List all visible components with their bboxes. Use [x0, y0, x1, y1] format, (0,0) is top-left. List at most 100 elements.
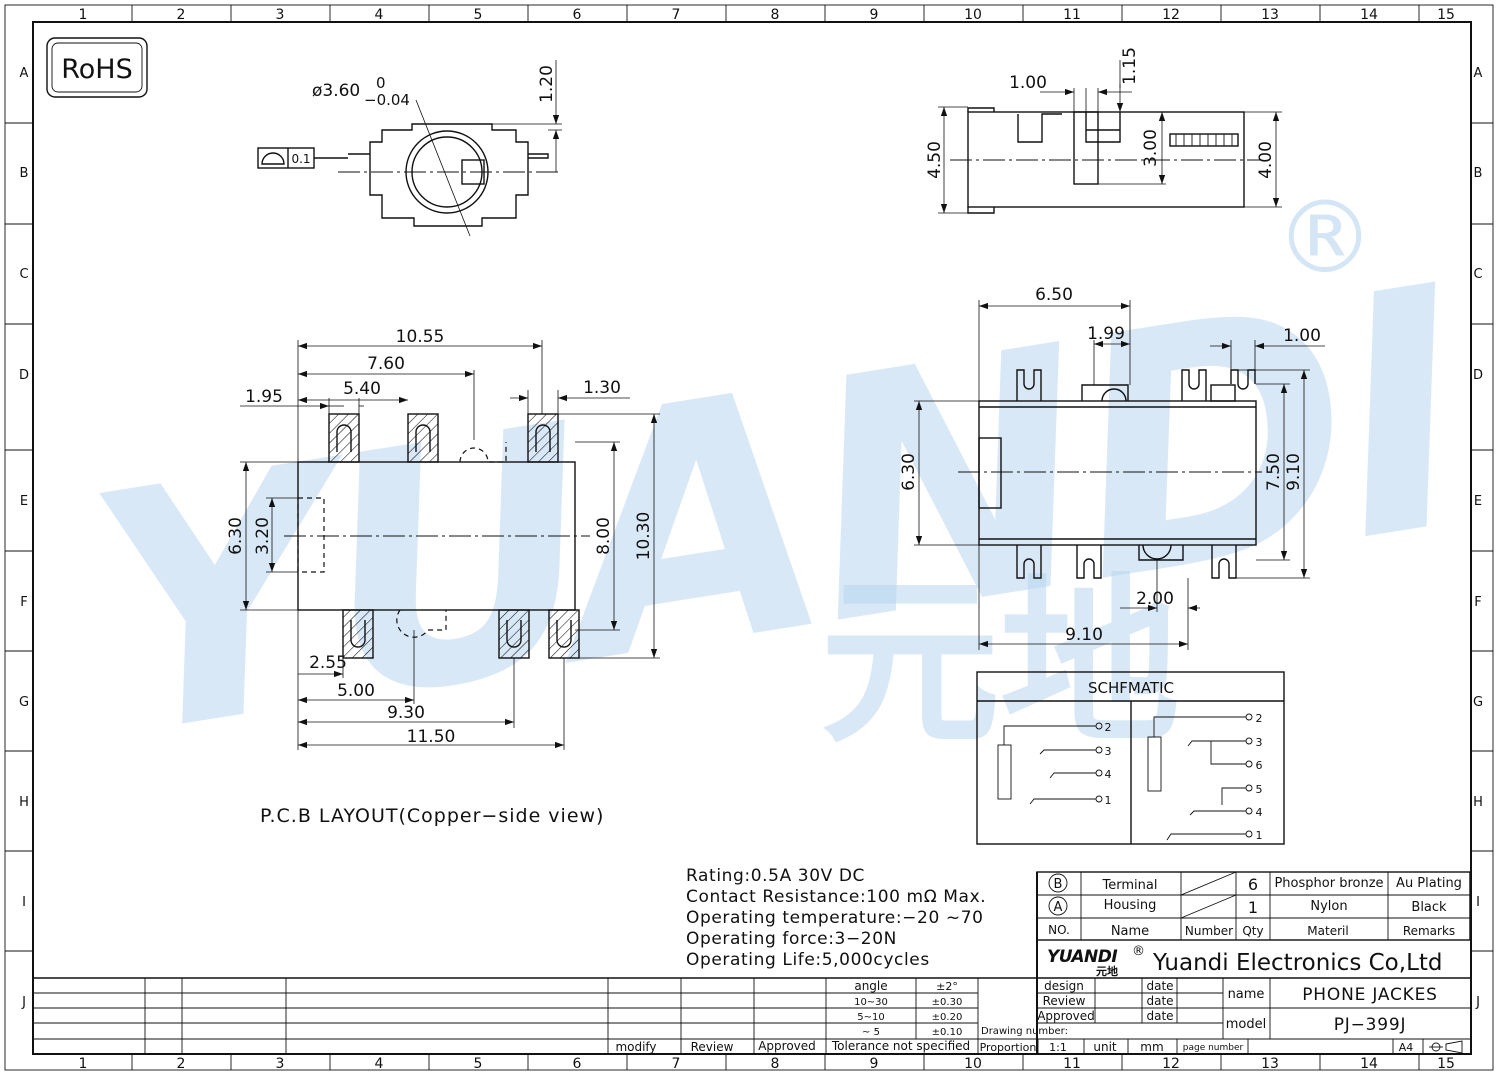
col-label-bottom-10: 10 — [964, 1056, 982, 1072]
row-label-left-A: A — [20, 66, 29, 81]
col-label-top-8: 8 — [771, 7, 780, 23]
schematic-left-pin: 2 — [1105, 721, 1112, 734]
pcb-pad — [328, 413, 360, 463]
watermark: YUANDI 元地 ® — [68, 179, 1487, 811]
pcb-layout: 10.55 7.60 5.40 1.95 1.30 6.30 3.20 8.00… — [226, 327, 660, 827]
flatness-callout: 0.1 — [257, 147, 348, 169]
col-label-top-4: 4 — [375, 7, 384, 23]
spec-line: Operating Life:5,000cycles — [686, 950, 930, 970]
top-dim-115: 1.15 — [1120, 47, 1140, 85]
row-label-left-D: D — [19, 368, 29, 383]
col-label-top-6: 6 — [573, 7, 582, 23]
proportion-ratio: 1:1 — [1049, 1041, 1067, 1054]
col-label-top-12: 12 — [1162, 7, 1180, 23]
bom-row-remarks: Black — [1411, 900, 1447, 915]
tol-angle-label: angle — [854, 979, 887, 993]
bom-row-qty: 6 — [1248, 875, 1258, 894]
design-label: design — [1044, 979, 1084, 993]
row-label-left-G: G — [19, 695, 29, 710]
model-value: PJ−399J — [1334, 1015, 1407, 1035]
pcb-dim-1030: 10.30 — [634, 512, 654, 561]
col-label-bottom-14: 14 — [1360, 1056, 1378, 1072]
watermark-text: YUANDI — [68, 216, 1487, 811]
revision-approved: Approved — [758, 1039, 816, 1053]
pcb-dim-630: 6.30 — [226, 517, 246, 555]
col-label-top-5: 5 — [474, 7, 483, 23]
side-dim-910-vertical: 9.10 — [1284, 453, 1304, 491]
schematic-left-pin: 1 — [1105, 794, 1112, 807]
tol-range-value: ±0.30 — [932, 997, 963, 1008]
col-label-top-1: 1 — [79, 7, 88, 23]
specifications: Rating:0.5A 30V DC Contact Resistance:10… — [686, 866, 986, 970]
side-view: 6.50 1.99 1.00 6.30 7.50 9.10 2.00 9.10 — [899, 285, 1325, 650]
pcb-dim-800: 8.00 — [594, 517, 614, 555]
front-dim-diameter: ø3.60 — [312, 81, 360, 101]
row-label-right-J: J — [1475, 995, 1480, 1010]
bom-row-qty: 1 — [1248, 898, 1258, 917]
front-view: ø3.60 0 −0.04 1.20 0.1 — [257, 60, 562, 237]
pcb-dim-130: 1.30 — [583, 378, 621, 398]
pcb-dim-1055: 10.55 — [396, 327, 445, 347]
side-dim-650: 6.50 — [1035, 285, 1073, 305]
col-label-bottom-12: 12 — [1162, 1056, 1180, 1072]
row-label-right-C: C — [1473, 267, 1482, 282]
bom-row-material: Nylon — [1310, 899, 1347, 914]
schematic-left-pin: 4 — [1105, 768, 1112, 781]
projection-symbol-icon — [1429, 1040, 1463, 1054]
unit-value: mm — [1140, 1040, 1163, 1054]
row-label-left-E: E — [20, 494, 28, 509]
col-label-top-15: 15 — [1437, 7, 1455, 23]
schematic-right-pin: 6 — [1256, 759, 1263, 772]
pcb-dim-1150: 11.50 — [407, 727, 456, 747]
front-dim-tol-upper: 0 — [376, 74, 386, 92]
col-label-bottom-15: 15 — [1437, 1056, 1455, 1072]
col-label-bottom-2: 2 — [177, 1056, 186, 1072]
pcb-caption: P.C.B LAYOUT(Copper−side view) — [260, 805, 604, 827]
col-label-bottom-5: 5 — [474, 1056, 483, 1072]
bom-row-material: Phosphor bronze — [1274, 876, 1383, 891]
spec-line: Operating force:3−20N — [686, 929, 897, 949]
pcb-pad — [407, 413, 439, 463]
unit-label: unit — [1093, 1040, 1117, 1054]
top-dim-450: 4.50 — [925, 141, 945, 179]
date-label: date — [1146, 1009, 1173, 1023]
rohs-badge: RoHS — [46, 37, 148, 98]
row-label-left-F: F — [20, 595, 27, 610]
bom-row-no: A — [1054, 900, 1063, 915]
pcb-dim-760: 7.60 — [367, 354, 405, 374]
flatness-value: 0.1 — [291, 152, 310, 166]
side-dim-910-horizontal: 9.10 — [1065, 625, 1103, 645]
rohs-label: RoHS — [61, 54, 133, 85]
side-dim-630: 6.30 — [899, 453, 919, 491]
row-label-left-H: H — [19, 795, 29, 810]
pcb-pad — [342, 609, 374, 659]
schematic-title: SCHFMATIC — [1088, 679, 1174, 697]
bom-header-qty: Qty — [1242, 924, 1263, 938]
pcb-dim-195: 1.95 — [245, 387, 283, 407]
side-dim-200: 2.00 — [1136, 589, 1174, 609]
drawing-number-label: Drawing number: — [981, 1026, 1068, 1037]
top-view: 1.00 1.15 4.50 3.00 4.00 — [925, 47, 1282, 214]
pcb-dim-540: 5.40 — [343, 379, 381, 399]
date-label: date — [1146, 979, 1173, 993]
col-label-top-13: 13 — [1261, 7, 1279, 23]
approved-label: Approved — [1037, 1009, 1095, 1023]
schematic-right: 2 3 6 5 4 1 — [1147, 712, 1263, 842]
page-number-label: page number — [1183, 1043, 1244, 1053]
pcb-pads — [328, 413, 580, 659]
bom-row-no: B — [1054, 877, 1063, 892]
revision-review: Review — [691, 1040, 734, 1054]
spec-line: Operating temperature:−20 ~70 — [686, 908, 984, 928]
row-label-right-H: H — [1473, 795, 1483, 810]
model-label: model — [1226, 1017, 1266, 1032]
company-logo: YUANDI — [1047, 947, 1117, 967]
schematic-right-pin: 2 — [1256, 712, 1263, 725]
schematic-left-pin: 3 — [1105, 745, 1112, 758]
col-label-bottom-6: 6 — [573, 1056, 582, 1072]
row-label-right-F: F — [1474, 595, 1481, 610]
schematic-left: 2 3 4 1 — [997, 721, 1112, 807]
pcb-dim-320: 3.20 — [253, 517, 273, 555]
bom-table: B A Terminal Housing 6 1 Phosphor bronze… — [1036, 871, 1471, 941]
